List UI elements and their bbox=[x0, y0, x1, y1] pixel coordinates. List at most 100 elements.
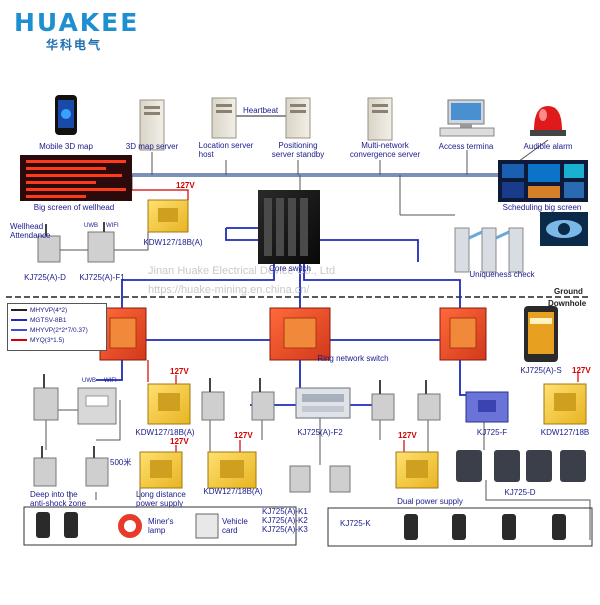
label-audible-alarm: Audible alarm bbox=[523, 142, 573, 151]
field-unit-4 bbox=[371, 380, 395, 421]
voltage-label-mid: 127V bbox=[234, 431, 253, 440]
label-wifi-mid: WIFI bbox=[104, 378, 117, 384]
kdw-right-icon bbox=[543, 383, 587, 425]
voltage-label-mid-left: 127V bbox=[170, 437, 189, 446]
kdw-mid-icon bbox=[207, 451, 257, 489]
legend-swatch bbox=[11, 319, 27, 322]
kdw-mid-right-icon bbox=[395, 451, 439, 489]
voltage-label-right: 127V bbox=[572, 366, 591, 375]
label-kj725a-k: KJ725(A)-K1 KJ725(A)-K2 KJ725(A)-K3 bbox=[262, 507, 308, 534]
turnstile-gates-icon bbox=[454, 227, 524, 273]
label-vehicle-card: Vehicle card bbox=[222, 517, 248, 535]
field-unit-1 bbox=[33, 374, 59, 421]
label-long-distance: Long distance power supply bbox=[136, 490, 186, 508]
legend-swatch bbox=[11, 309, 27, 312]
long-distance-box-icon bbox=[139, 451, 183, 489]
kdw-top-icon bbox=[147, 199, 189, 233]
voltage-label-mid-right: 127V bbox=[398, 431, 417, 440]
label-mobile-3d-map: Mobile 3D map bbox=[39, 142, 93, 151]
label-deep-zone: Deep into the anti-shock zone bbox=[30, 490, 87, 508]
field-unit-3 bbox=[251, 378, 275, 421]
uwb-wifi-unit bbox=[77, 387, 117, 425]
watermark-line2: https://huake-mining.en.china.cn/ bbox=[148, 284, 310, 296]
kj725-f-icon bbox=[465, 391, 509, 423]
label-location-server: Location server host bbox=[198, 141, 254, 159]
kj725a-f1-top-icon bbox=[87, 222, 115, 263]
kj725-k-cards-icons bbox=[404, 514, 566, 540]
label-uwb-top: UWB bbox=[84, 223, 98, 229]
field-unit-5 bbox=[417, 380, 441, 421]
label-kdw-mid: KDW127/18B(A) bbox=[203, 487, 263, 496]
label-wellhead-attendance: Wellhead Attendance bbox=[10, 222, 51, 240]
voltage-label-top: 127V bbox=[176, 181, 195, 190]
label-kdw-left: KDW127/18B(A) bbox=[135, 428, 195, 437]
positioning-standby-icon bbox=[285, 97, 311, 139]
tablet-kj725a-s-icon bbox=[524, 306, 558, 362]
legend-item: MHYVP(2*2*7/0.37) bbox=[11, 327, 88, 334]
label-big-screen: Big screen of wellhead bbox=[33, 203, 115, 212]
label-map-server: 3D map server bbox=[125, 142, 179, 151]
scheduling-screen-icon bbox=[498, 160, 588, 202]
mobile-3d-map-device bbox=[55, 95, 77, 135]
label-uniqueness-check: Uniqueness check bbox=[469, 270, 535, 279]
red-box-mid bbox=[269, 307, 331, 361]
label-kj725a-f2: KJ725(A)-F2 bbox=[297, 428, 343, 437]
label-ground: Ground bbox=[554, 287, 583, 296]
label-miners-lamp: Miner's lamp bbox=[148, 517, 174, 535]
ring-switch-icon bbox=[295, 387, 351, 419]
label-dual-power: Dual power supply bbox=[397, 497, 463, 506]
label-kdw-right: KDW127/18B bbox=[540, 428, 590, 437]
label-ring-switch: Ring network switch bbox=[317, 354, 389, 363]
wellhead-screen-icon bbox=[20, 155, 132, 201]
kdw-left-icon bbox=[147, 383, 191, 425]
label-kj725-d: KJ725-D bbox=[504, 488, 536, 497]
field-unit-2 bbox=[201, 378, 225, 421]
field-unit-6 bbox=[33, 446, 57, 487]
kj725-d-units bbox=[456, 450, 586, 482]
kj725a-d-top-icon bbox=[37, 224, 61, 263]
legend-item: MHYVP(4*2) bbox=[11, 307, 67, 314]
field-unit-8 bbox=[289, 465, 311, 493]
top-power-link bbox=[132, 189, 189, 200]
card-group-right bbox=[327, 507, 593, 547]
label-downhole: Downhole bbox=[548, 299, 587, 308]
miners-cards-icons bbox=[36, 512, 219, 539]
label-kj725a-s: KJ725(A)-S bbox=[520, 366, 562, 375]
top-fiber-link bbox=[114, 232, 149, 251]
voltage-label-left: 127V bbox=[170, 367, 189, 376]
eye-scan-icon bbox=[540, 212, 588, 246]
convergence-server-icon bbox=[367, 97, 393, 141]
field-unit-7 bbox=[85, 446, 109, 487]
fiber-ring bbox=[121, 227, 461, 341]
brand-logo: HUAKEE bbox=[14, 8, 140, 37]
label-kdw-top: KDW127/18B(A) bbox=[143, 238, 203, 247]
legend-swatch bbox=[11, 339, 27, 342]
label-kj725a-f1: KJ725(A)-F1 bbox=[79, 273, 125, 282]
legend-swatch bbox=[11, 329, 27, 332]
red-box-right bbox=[439, 307, 487, 361]
label-500m: 500米 bbox=[110, 458, 132, 467]
label-access-terminal: Access termina bbox=[438, 142, 494, 151]
label-core-switch: Core switch bbox=[269, 264, 311, 273]
legend-item: MYQ(3*1.5) bbox=[11, 337, 64, 344]
legend-item: MGTSV-8B1 bbox=[11, 317, 66, 324]
label-positioning-standby: Positioning server standby bbox=[271, 141, 325, 159]
label-uwb-mid: UWB bbox=[82, 378, 96, 384]
label-kj725a-d: KJ725(A)-D bbox=[24, 273, 66, 282]
field-unit-9 bbox=[329, 465, 351, 493]
label-kj725-k: KJ725-K bbox=[340, 519, 371, 528]
brand-logo-cn: 华科电气 bbox=[46, 38, 103, 52]
label-heartbeat: Heartbeat bbox=[243, 106, 279, 115]
label-kj725-f: KJ725-F bbox=[476, 428, 508, 437]
watermark-line1: Jinan Huake Electrical Device Co., Ltd bbox=[148, 265, 336, 277]
cable-legend: MHYVP(4*2) MGTSV-8B1 MHYVP(2*2*7/0.37) M… bbox=[7, 303, 107, 351]
audible-alarm-icon bbox=[530, 106, 566, 136]
access-terminal-icon bbox=[439, 99, 495, 137]
core-switch-icon bbox=[258, 190, 320, 264]
map-server-icon bbox=[139, 99, 165, 151]
card-group-left bbox=[23, 506, 297, 546]
label-scheduling-screen: Scheduling big screen bbox=[502, 203, 582, 212]
location-server-icon bbox=[211, 97, 237, 139]
